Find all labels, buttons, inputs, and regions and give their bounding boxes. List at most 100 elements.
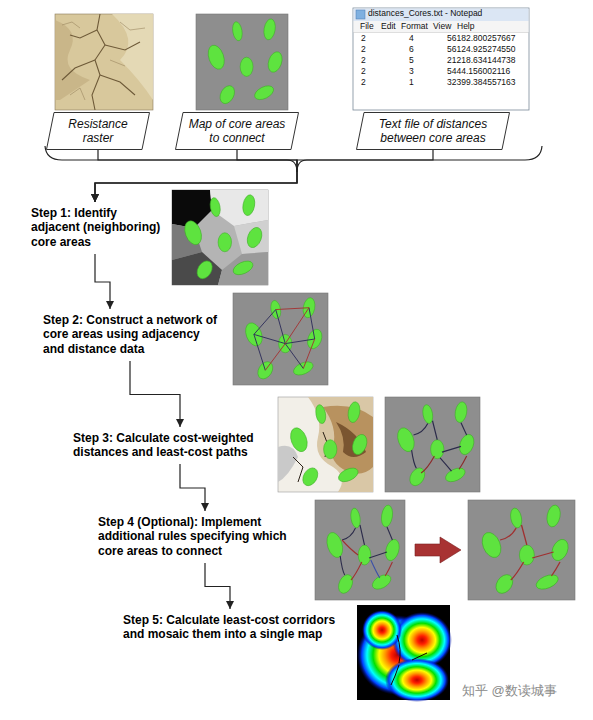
paths-before-rules [342, 540, 358, 555]
least-cost-paths [412, 421, 467, 471]
least-cost-paths [412, 450, 417, 468]
table-cell: 2 [361, 67, 366, 76]
table-cell: 4 [409, 34, 414, 43]
resistance-raster [100, 75, 135, 95]
least-cost-paths [461, 423, 467, 435]
paths-before-rules [315, 500, 405, 600]
input-caption: Resistance raster [46, 112, 150, 150]
paths-after-rules [511, 562, 524, 580]
network-map [233, 293, 328, 385]
paths-before-rules [360, 525, 365, 545]
network-map [254, 308, 315, 371]
resistance-raster [105, 42, 140, 50]
step-box: Step 2: Construct a network of core area… [40, 310, 224, 361]
node-text: Step 3: Calculate cost-weighted distance… [73, 431, 273, 460]
paths-after-rules [500, 525, 560, 580]
menu-item: Help [457, 22, 474, 31]
table-cell: 56124.925274550 [447, 45, 516, 54]
resistance-raster [92, 14, 105, 110]
notepad-window [354, 9, 529, 22]
least-cost-paths [442, 446, 461, 452]
step-box: Step 4 (Optional): Implement additional … [95, 512, 306, 563]
node-text: Step 5: Calculate least-cost corridors a… [123, 613, 348, 642]
window-title: distances_Cores.txt - Notepad [368, 9, 482, 18]
voronoi-map [182, 194, 265, 281]
network-map [254, 334, 285, 343]
caption-outline [176, 113, 299, 150]
menu-item: Edit [381, 22, 396, 31]
least-cost-paths [433, 421, 438, 440]
paths-before-rules [342, 528, 356, 540]
paths-after-rules [551, 562, 560, 576]
network-map [285, 344, 303, 369]
paths-after-rules [468, 500, 575, 600]
notepad-window [353, 8, 529, 110]
table-cell: 2 [361, 56, 366, 65]
menu-item: Format [401, 22, 428, 31]
least-cost-paths [414, 424, 428, 435]
network-map [285, 339, 314, 344]
connector [95, 150, 433, 202]
node-text: Map of core areas to connect [187, 117, 287, 146]
notepad-window [354, 21, 529, 32]
notepad-window [354, 32, 529, 33]
connector [95, 150, 297, 202]
core-area-map [196, 14, 288, 110]
network-map [265, 344, 285, 371]
table-cell: 2 [361, 78, 366, 87]
connector [95, 150, 297, 202]
network-map [254, 334, 265, 370]
network-map [254, 308, 315, 371]
voronoi-map [172, 190, 268, 285]
notepad-window [353, 8, 529, 110]
table-cell: 21218.634144738 [447, 56, 516, 65]
corridor-map [357, 605, 452, 702]
caption-outline [357, 113, 510, 150]
resistance-raster [70, 30, 97, 38]
resistance-raster [120, 22, 145, 30]
corridor-map [362, 610, 402, 650]
paths-after-rules [532, 552, 553, 558]
network-map [233, 293, 328, 385]
cost-surface [293, 457, 303, 482]
watermark: 知乎 @数读城事 [462, 684, 557, 698]
network-map [254, 310, 276, 335]
least-cost-paths [385, 397, 480, 492]
table-cell: 3 [409, 67, 414, 76]
connector [180, 464, 205, 511]
corridor-map [385, 658, 449, 702]
table-cell: 32399.384557163 [447, 78, 516, 87]
table-cell: 2 [361, 45, 366, 54]
resistance-raster [62, 22, 145, 100]
node-text: Text file of distances between core area… [368, 117, 498, 146]
least-cost-paths [421, 456, 467, 473]
resistance-raster [62, 60, 95, 80]
least-cost-paths [459, 456, 467, 469]
step-box: Step 5: Calculate least-cost corridors a… [120, 610, 351, 646]
core-area-map [205, 18, 284, 106]
least-cost-paths [395, 401, 477, 488]
network-map [303, 339, 314, 368]
resistance-raster [110, 60, 125, 66]
network-map [309, 308, 315, 339]
brace [297, 160, 307, 172]
brace [287, 160, 297, 172]
resistance-raster [55, 20, 90, 100]
paths-before-rules [324, 504, 402, 596]
step-box: Step 3: Calculate cost-weighted distance… [70, 428, 276, 464]
network-map [285, 308, 309, 344]
paths-before-rules [315, 500, 405, 600]
menu-item: File [360, 22, 374, 31]
input-caption: Map of core areas to connect [175, 112, 299, 150]
transition-arrow [415, 537, 461, 563]
node-text: Step 4 (Optional): Implement additional … [98, 515, 303, 558]
paths-before-rules [351, 562, 362, 580]
paths-before-rules [340, 556, 345, 575]
paths-after-rules [522, 525, 527, 545]
notepad-window [356, 10, 365, 19]
cost-surface [288, 401, 370, 488]
step-box: Step 1: Identify adjacent (neighboring) … [28, 203, 170, 254]
